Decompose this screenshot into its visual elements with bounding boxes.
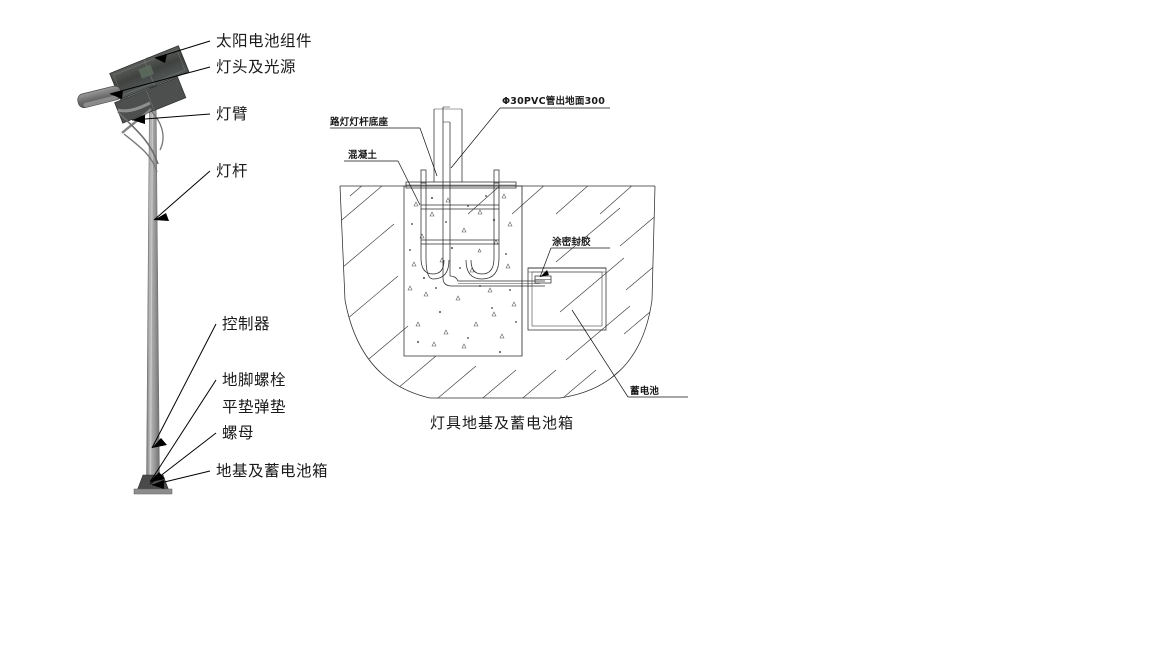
foundation-leader-lines [330,107,688,398]
label-pvc-conduit: Φ30PVC管出地面300 [502,95,605,107]
foundation-caption: 灯具地基及蓄电池箱 [430,414,574,432]
label-controller: 控制器 [222,315,270,333]
anchor-bolt-cage [420,183,500,280]
pole-shaft-stub [433,108,463,182]
label-lamp-arm: 灯臂 [216,105,248,123]
photo-leader-lines [109,40,217,489]
pole-base-plate [405,181,517,189]
excavation-pit [339,185,656,399]
label-nut: 螺母 [222,424,254,442]
concrete-foundation-block [403,185,523,357]
label-solar-module: 太阳电池组件 [216,32,312,50]
label-pole-baseplate: 路灯灯杆底座 [330,116,389,128]
sealant-joint [534,275,552,284]
label-lamp-head-source: 灯头及光源 [216,58,296,76]
earth-hatching [340,186,655,398]
label-flat-spring-washer: 平垫弹垫 [222,398,286,416]
label-battery: 蓄电池 [630,385,659,397]
foundation-drawing: Φ30PVC管出地面300 路灯灯杆底座 混凝土 涂密封胶 蓄电池 灯具地基及蓄… [330,95,688,432]
concrete-aggregate-stipple [407,193,517,354]
label-pole: 灯杆 [216,162,248,180]
label-foundation-battery-box: 地基及蓄电池箱 [216,462,328,480]
battery-box [527,267,607,331]
label-anchor-bolt: 地脚螺栓 [222,371,286,389]
label-sealant: 涂密封胶 [552,236,591,248]
label-concrete: 混凝土 [348,149,377,161]
anchor-bolt-studs [420,169,500,184]
lamp-arm [117,101,152,134]
pvc-conduit-pipe [442,106,545,287]
solar-street-light-photo: 太阳电池组件 灯头及光源 灯臂 灯杆 控制器 地脚螺栓 平垫弹垫 螺母 地基及蓄… [77,32,328,495]
cable [117,111,164,173]
solar-panel-lower-face [114,76,187,124]
